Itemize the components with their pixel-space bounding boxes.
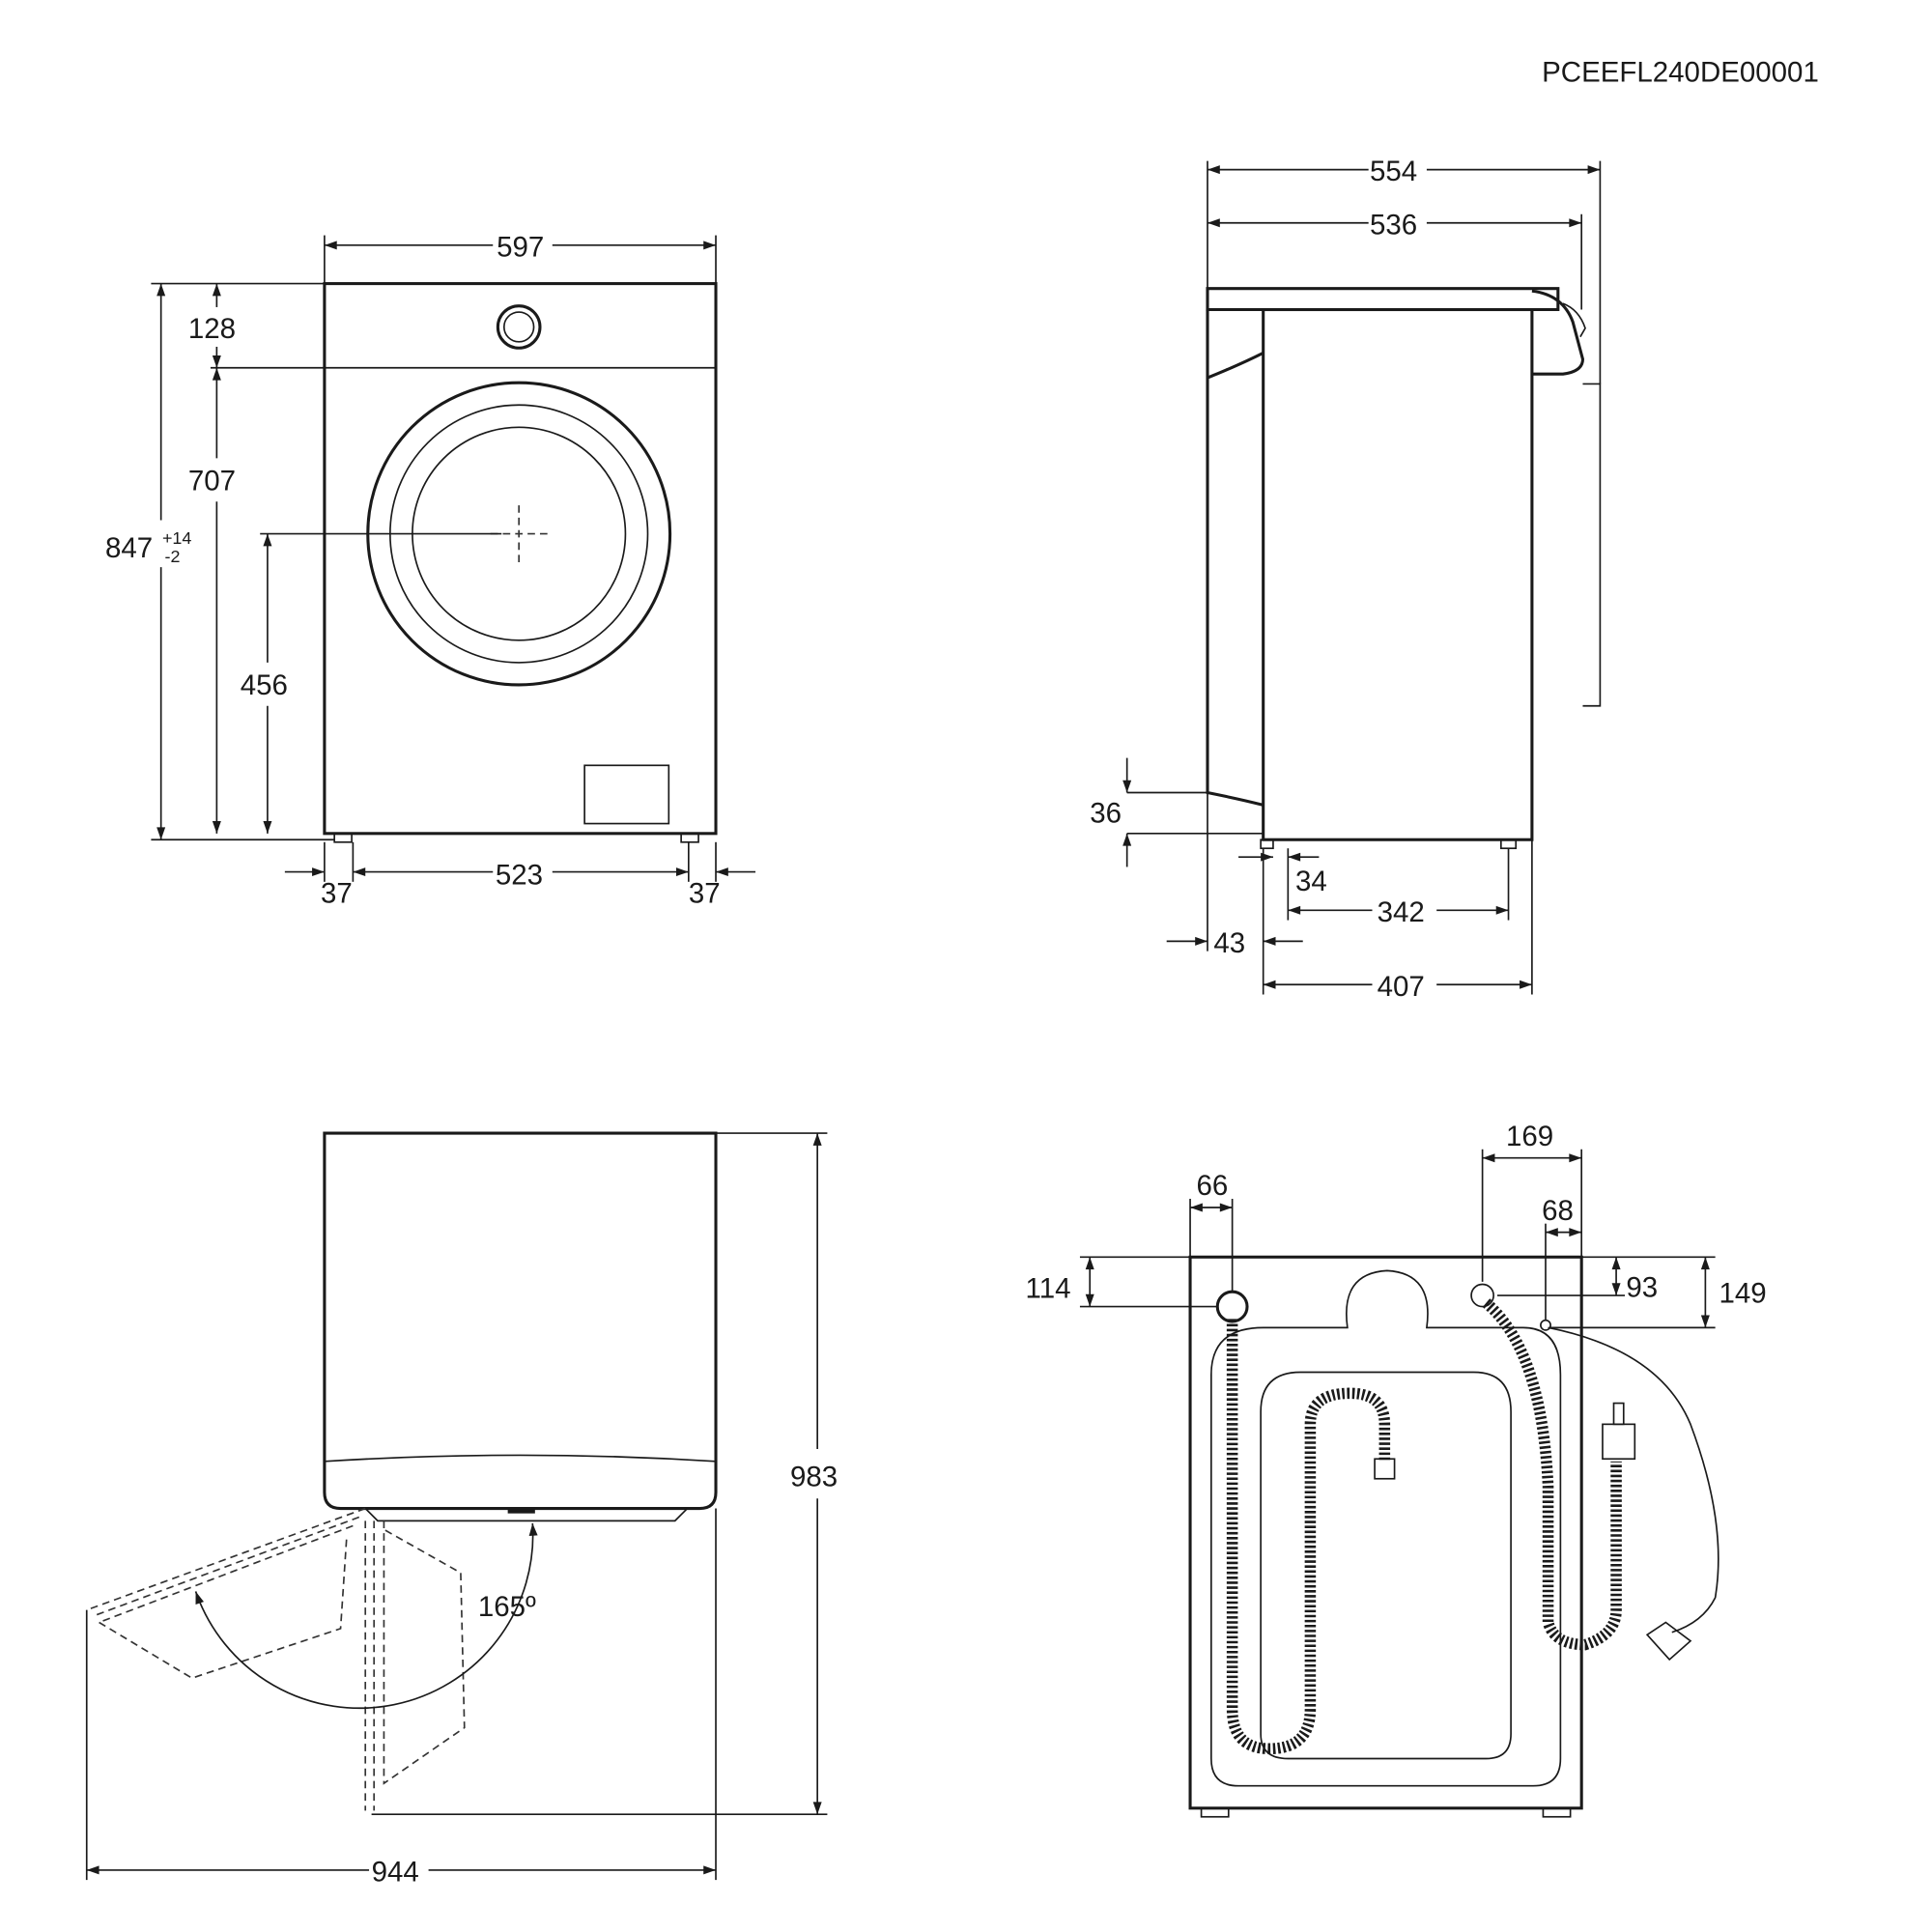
dim-front-offset: 43 [1213,927,1245,959]
dim-foot-right: 37 [689,878,721,910]
dim-door-center: 456 [241,669,288,701]
model-code: PCEEFL240DE00001 [1542,57,1819,89]
dim-width: 597 [497,231,544,263]
front-view: 597 128 707 456 847 +14 -2 523 37 37 [105,231,756,910]
dim-foot-left: 37 [321,878,353,910]
dim-width-open: 944 [372,1856,419,1888]
dim-panel: 128 [188,313,236,345]
dim-drain-x: 66 [1196,1170,1228,1202]
dim-door-top: 707 [188,466,236,497]
dim-power-x: 68 [1542,1195,1574,1227]
dim-height-tol-minus: -2 [165,547,181,566]
dim-depth-body: 536 [1370,209,1417,241]
dim-door-angle: 165º [478,1591,536,1623]
dim-front-clearance: 36 [1090,797,1122,829]
dim-drain-y: 114 [1026,1273,1071,1305]
dim-foot-offset: 34 [1295,866,1327,897]
dim-power-y: 149 [1719,1278,1766,1310]
dim-inlet-x: 169 [1506,1121,1553,1152]
dim-depth-open: 983 [790,1461,838,1492]
dim-depth-total: 554 [1370,156,1417,187]
top-view: 165º 983 944 [85,1131,838,1888]
dim-height-tol-plus: +14 [162,528,191,548]
dim-height: 847 [105,532,153,564]
side-view: 554 536 36 34 342 43 407 [1090,156,1602,1003]
dim-body-depth: 407 [1378,971,1425,1003]
dim-inlet-y: 93 [1626,1271,1658,1303]
dim-feet-span: 523 [496,859,543,891]
back-view: 66 169 68 114 93 149 [1026,1121,1767,1818]
dim-feet-span: 342 [1378,896,1425,928]
